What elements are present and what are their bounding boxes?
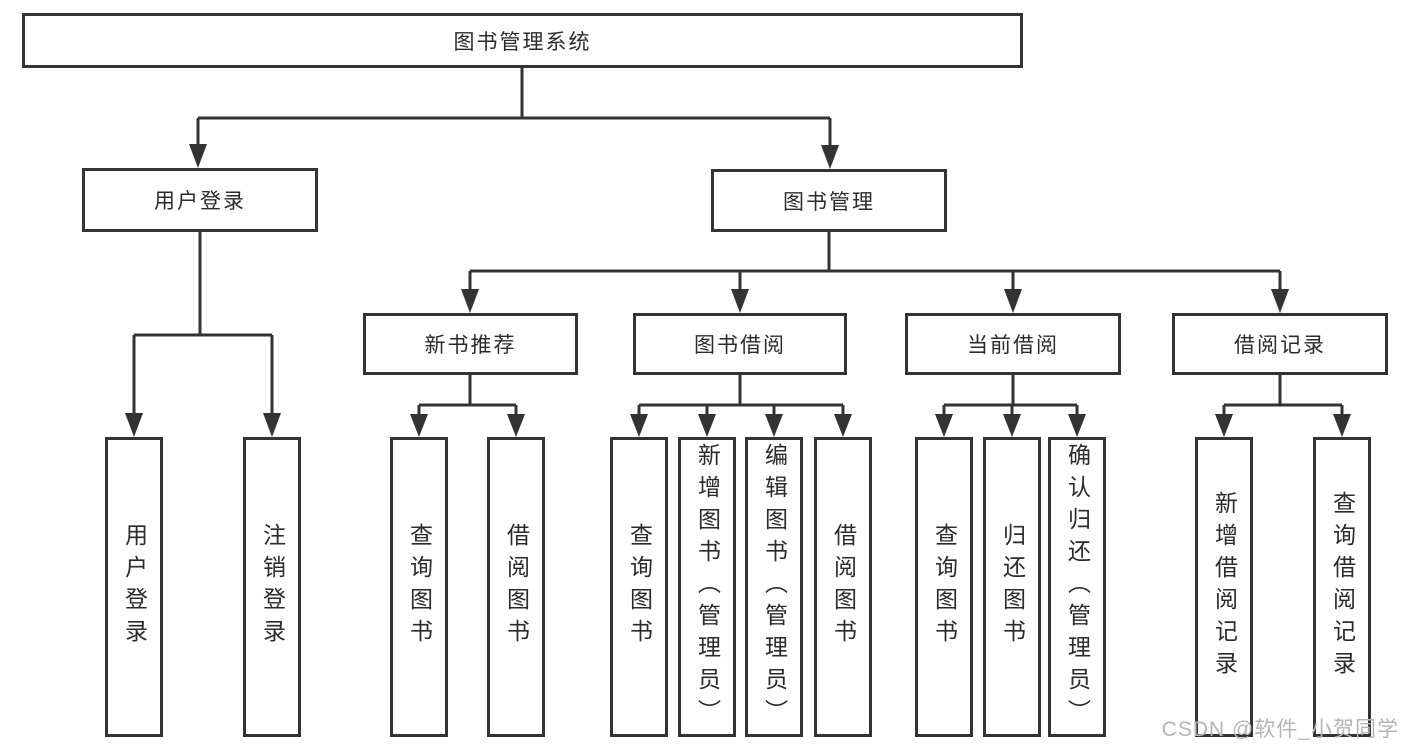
arrowhead-user-login [189,144,207,168]
leaf-confirm-return-admin: 确认归还（管理员） [1048,437,1106,737]
leaf-borrow-book: 借阅图书 [814,437,872,737]
leaf-current-query-book-label: 查询图书 [931,523,958,651]
leaf-query-borrow-record-label: 查询借阅记录 [1329,491,1356,683]
node-root-label: 图书管理系统 [453,30,592,54]
leaf-recommend-query-book-label: 查询图书 [406,523,433,651]
leaf-borrow-book-label: 借阅图书 [830,523,857,651]
arrowhead-borrow [731,289,749,313]
node-user-login: 用户登录 [82,168,318,232]
leaf-current-query-book: 查询图书 [915,437,973,737]
node-current-borrow: 当前借阅 [905,313,1121,375]
leaf-recommend-borrow-book-label: 借阅图书 [503,523,530,651]
arrowhead-book-manage [821,145,839,169]
node-book-borrow-label: 图书借阅 [694,334,786,357]
node-new-book-recommend-label: 新书推荐 [424,334,517,357]
node-current-borrow-label: 当前借阅 [967,334,1059,357]
node-root-library-system: 图书管理系统 [22,13,1023,68]
node-borrow-records-label: 借阅记录 [1234,334,1326,357]
node-user-login-label: 用户登录 [154,190,246,213]
leaf-user-login: 用户登录 [105,437,163,737]
node-borrow-records: 借阅记录 [1172,313,1388,375]
arrowhead-recommend [461,289,479,313]
leaf-return-book: 归还图书 [983,437,1041,737]
leaf-confirm-return-admin-label: 确认归还（管理员） [1064,443,1091,731]
arrowhead-current [1004,289,1022,313]
leaf-add-book-admin-label: 新增图书（管理员） [694,443,721,731]
leaf-borrow-query-book-label: 查询图书 [626,523,653,651]
node-new-book-recommend: 新书推荐 [363,313,578,375]
leaf-edit-book-admin-label: 编辑图书（管理员） [761,443,788,731]
arrowhead-records [1271,289,1289,313]
leaf-logout-label: 注销登录 [259,523,286,651]
node-book-borrow: 图书借阅 [633,313,847,375]
leaf-add-borrow-record: 新增借阅记录 [1195,437,1253,737]
csdn-watermark: CSDN @软件_小贺同学 [1161,718,1399,741]
leaf-add-book-admin: 新增图书（管理员） [678,437,736,737]
leaf-query-borrow-record: 查询借阅记录 [1313,437,1371,737]
leaf-borrow-query-book: 查询图书 [610,437,668,737]
leaf-recommend-borrow-book: 借阅图书 [487,437,545,737]
leaf-recommend-query-book: 查询图书 [390,437,448,737]
leaf-user-login-label: 用户登录 [121,523,148,651]
leaf-add-borrow-record-label: 新增借阅记录 [1211,491,1238,683]
node-book-manage-label: 图书管理 [783,190,875,214]
node-book-manage: 图书管理 [711,169,947,232]
leaf-return-book-label: 归还图书 [999,523,1026,651]
leaf-edit-book-admin: 编辑图书（管理员） [745,437,803,737]
leaf-logout: 注销登录 [243,437,301,737]
